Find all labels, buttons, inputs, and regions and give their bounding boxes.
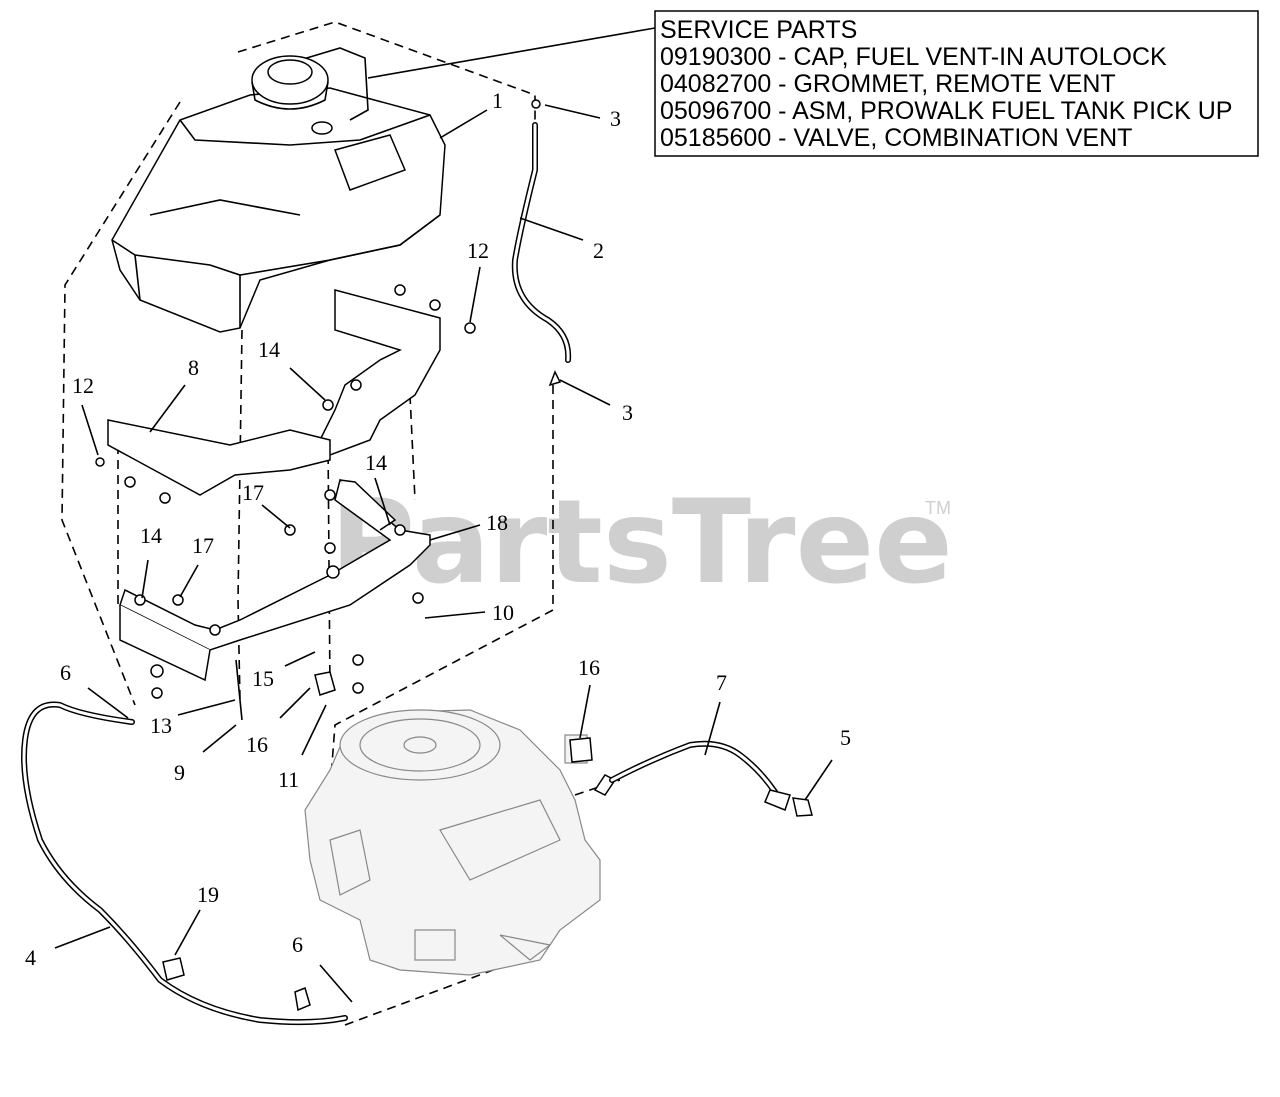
callout-13: 13: [150, 713, 172, 738]
vent-hose: [511, 99, 572, 387]
callout-6: 6: [60, 660, 71, 685]
partstree-watermark: PartsTree: [330, 475, 953, 610]
callout-14: 14: [365, 450, 387, 475]
callout-9: 9: [174, 760, 185, 785]
callout-19: 19: [197, 882, 219, 907]
service-part-item: 05096700 - ASM, PROWALK FUEL TANK PICK U…: [660, 97, 1232, 125]
callout-15: 15: [252, 666, 274, 691]
callout-10: 10: [492, 600, 514, 625]
callout-7: 7: [716, 670, 727, 695]
callout-14: 14: [258, 337, 280, 362]
fuel-tank: [111, 47, 446, 333]
callout-4: 4: [25, 945, 36, 970]
service-parts-title: SERVICE PARTS: [660, 16, 857, 44]
callout-17: 17: [192, 533, 214, 558]
fuel-line: [21, 701, 348, 1026]
callout-16: 16: [246, 732, 268, 757]
callout-11: 11: [278, 767, 299, 792]
callout-2: 2: [593, 238, 604, 263]
leader-lines: [54, 104, 833, 1003]
callout-14: 14: [140, 523, 162, 548]
callout-8: 8: [188, 355, 199, 380]
fuel-hose-assembly: [593, 740, 813, 817]
callout-12: 12: [72, 373, 94, 398]
callout-16: 16: [578, 655, 600, 680]
engine-mount-bracket: [119, 478, 431, 699]
callout-1: 1: [492, 88, 503, 113]
service-part-item: 09190300 - CAP, FUEL VENT-IN AUTOLOCK: [660, 43, 1167, 71]
callout-3: 3: [610, 106, 621, 131]
tank-support-bracket: [95, 419, 331, 504]
callout-6: 6: [292, 932, 303, 957]
hose-clip: [569, 737, 593, 763]
callout-17: 17: [242, 480, 264, 505]
service-part-item: 04082700 - GROMMET, REMOTE VENT: [660, 70, 1116, 98]
callout-12: 12: [467, 238, 489, 263]
callout-3: 3: [622, 400, 633, 425]
upper-bracket: [319, 284, 476, 456]
callout-labels: 1 2 3 3 4 5 6 6 7 8 9 10 11 12 12 13 14 …: [25, 88, 851, 970]
watermark-trademark: TM: [925, 498, 951, 518]
callout-18: 18: [486, 510, 508, 535]
engine: [304, 709, 601, 976]
callout-5: 5: [840, 725, 851, 750]
service-part-item: 05185600 - VALVE, COMBINATION VENT: [660, 124, 1132, 152]
service-parts-box: SERVICE PARTS 09190300 - CAP, FUEL VENT-…: [654, 10, 1259, 157]
